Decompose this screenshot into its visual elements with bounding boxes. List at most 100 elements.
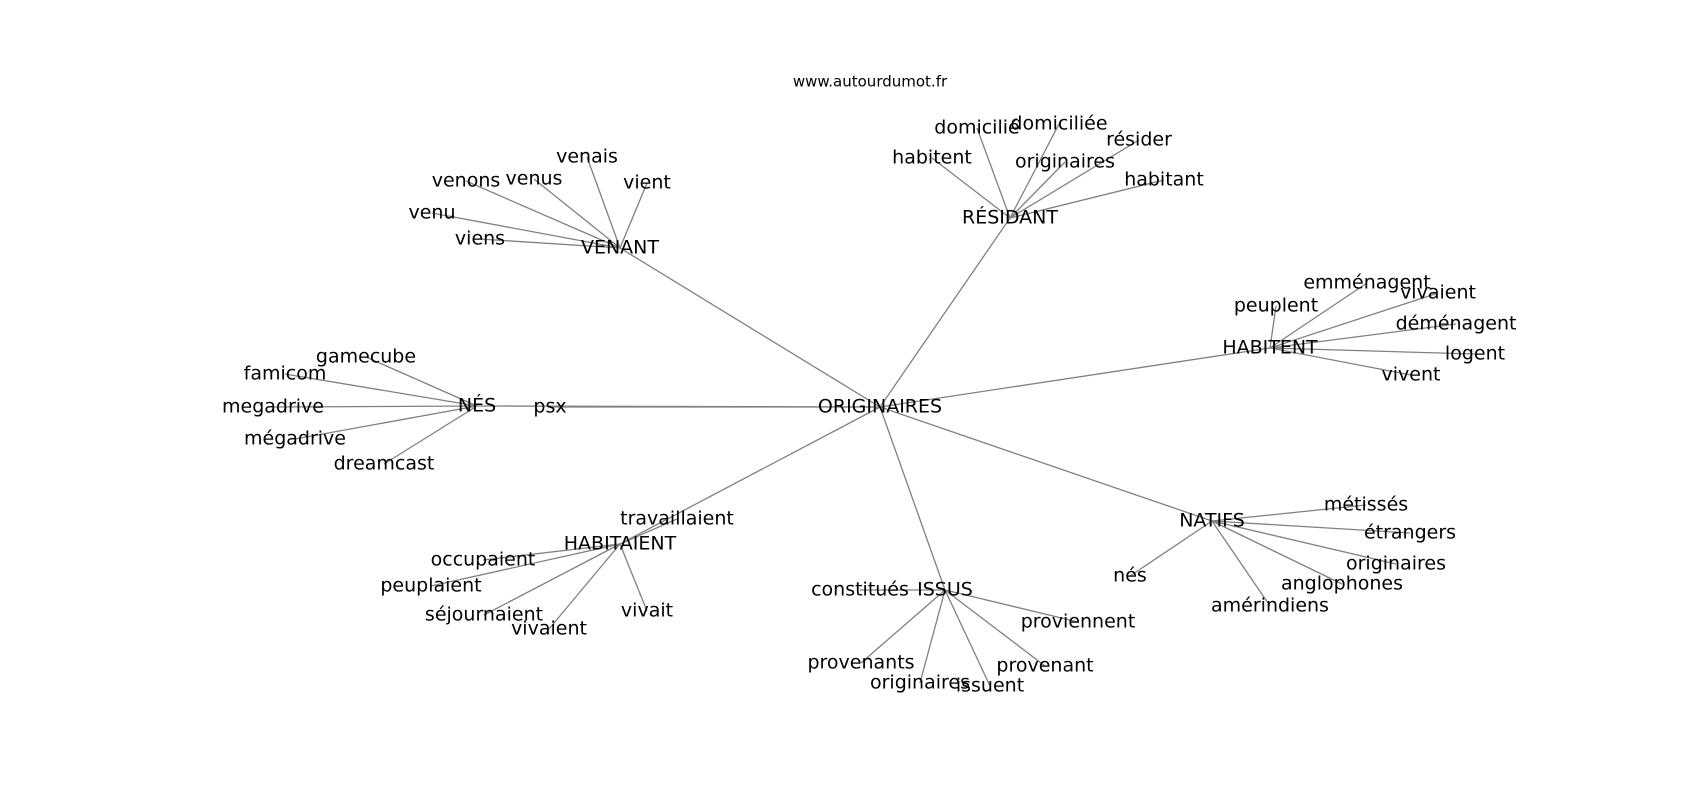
edge-center-hub (879, 217, 1011, 408)
leaf-word: venais (556, 146, 618, 168)
edge-hub-word (860, 589, 946, 664)
leaf-word: résider (1106, 129, 1172, 151)
leaf-word: provenant (996, 655, 1093, 677)
edge-hub-word (483, 543, 621, 616)
leaf-word: peuplaient (380, 575, 481, 597)
source-watermark: www.autourdumot.fr (793, 73, 948, 91)
leaf-word: originaires (1015, 151, 1115, 173)
leaf-word: vivaient (1400, 282, 1476, 304)
edge-hub-word (1269, 282, 1368, 349)
leaf-word: anglophones (1281, 573, 1403, 595)
leaf-word: constitués (811, 579, 909, 601)
leaf-word: déménagent (1396, 313, 1517, 335)
edge-hub-word (1009, 123, 1060, 219)
edge-hub-word (365, 356, 478, 407)
leaf-word: vivaient (511, 618, 587, 640)
leaf-word: étrangers (1364, 522, 1456, 544)
leaf-word: habitent (892, 147, 972, 169)
edge-hub-word (1009, 139, 1140, 219)
leaf-word: dreamcast (334, 453, 435, 475)
edge-center-hub (619, 247, 881, 408)
edge-hub-word (1211, 520, 1271, 607)
edge-hub-word (944, 589, 1079, 623)
leaf-word: nés (1113, 565, 1147, 587)
hub-word: RÉSIDANT (962, 206, 1058, 229)
edge-hub-word (1211, 520, 1343, 585)
leaf-word: famicom (244, 363, 327, 385)
leaf-word: issuent (956, 675, 1024, 697)
edge-hub-word (1129, 520, 1213, 577)
leaf-word: travaillaient (620, 508, 734, 530)
edge-hub-word (944, 589, 991, 687)
edge-hub-word (1269, 323, 1457, 349)
leaf-word: psx (533, 396, 566, 418)
leaf-word: métissés (1324, 494, 1408, 516)
leaf-word: domicilié (934, 117, 1019, 139)
edge-hub-word (383, 405, 478, 465)
edge-hub-word (479, 238, 621, 249)
edge-hub-word (1211, 504, 1367, 522)
graph-edges (272, 123, 1476, 687)
leaf-word: proviennent (1021, 611, 1136, 633)
leaf-word: venu (408, 202, 455, 224)
edge-hub-word (1211, 520, 1411, 534)
hub-word: ISSUS (917, 579, 973, 601)
leaf-word: séjournaient (425, 604, 543, 626)
leaf-word: occupaient (431, 549, 536, 571)
edge-hub-word (1269, 347, 1412, 376)
hub-word: HABITAIENT (564, 533, 677, 555)
leaf-word: provenants (807, 652, 914, 674)
leaf-word: mégadrive (244, 428, 346, 450)
edge-hub-word (919, 589, 946, 684)
hub-word: VENANT (581, 237, 659, 259)
edge-center-hub (879, 347, 1271, 408)
hub-word: NÉS (458, 394, 496, 417)
leaf-word: megadrive (222, 396, 324, 418)
edge-hub-word (272, 405, 478, 408)
leaf-word: vient (623, 172, 671, 194)
edge-hub-word (1269, 305, 1277, 349)
edge-hub-word (1009, 161, 1066, 219)
edge-center-hub (879, 406, 1213, 522)
edge-hub-word (619, 182, 648, 249)
edge-center-hub (879, 406, 946, 591)
edge-hub-word (1269, 292, 1439, 349)
edge-hub-word (619, 543, 648, 612)
leaf-word: vivait (621, 600, 673, 622)
hub-word: HABITENT (1222, 337, 1318, 359)
edge-hub-word (1009, 179, 1165, 219)
edge-hub-word (944, 589, 1046, 667)
leaf-word: amérindiens (1211, 595, 1329, 617)
leaf-word: vivent (1382, 364, 1441, 386)
edge-hub-word (619, 518, 678, 545)
leaf-word: venus (506, 168, 563, 190)
edge-hub-word (284, 373, 478, 407)
leaf-word: habitant (1124, 169, 1204, 191)
leaf-word: emménagent (1303, 272, 1430, 294)
leaf-word: venons (432, 170, 501, 192)
edge-hub-word (533, 178, 621, 249)
edge-hub-word (431, 212, 621, 249)
edge-hub-word (465, 180, 621, 249)
edge-hub-word (931, 157, 1011, 219)
hub-word: NATIFS (1179, 510, 1245, 532)
edge-hub-word (1269, 347, 1476, 355)
leaf-word: domiciliée (1010, 113, 1107, 135)
leaf-word: gamecube (316, 346, 416, 368)
center-word: ORIGINAIRES (818, 396, 942, 418)
edge-hub-word (976, 127, 1011, 219)
leaf-word: logent (1445, 343, 1505, 365)
edge-hub-word (548, 543, 621, 630)
edge-hub-word (1211, 520, 1397, 565)
leaf-word: peuplent (1234, 295, 1318, 317)
leaf-word: originaires (1346, 553, 1446, 575)
edge-hub-word (430, 543, 621, 587)
leaf-word: originaires (870, 672, 970, 694)
leaf-word: viens (455, 228, 505, 250)
edge-hub-word (294, 405, 478, 440)
edge-center-hub (619, 406, 881, 545)
edge-hub-word (586, 156, 621, 249)
edge-hub-word (482, 543, 621, 561)
